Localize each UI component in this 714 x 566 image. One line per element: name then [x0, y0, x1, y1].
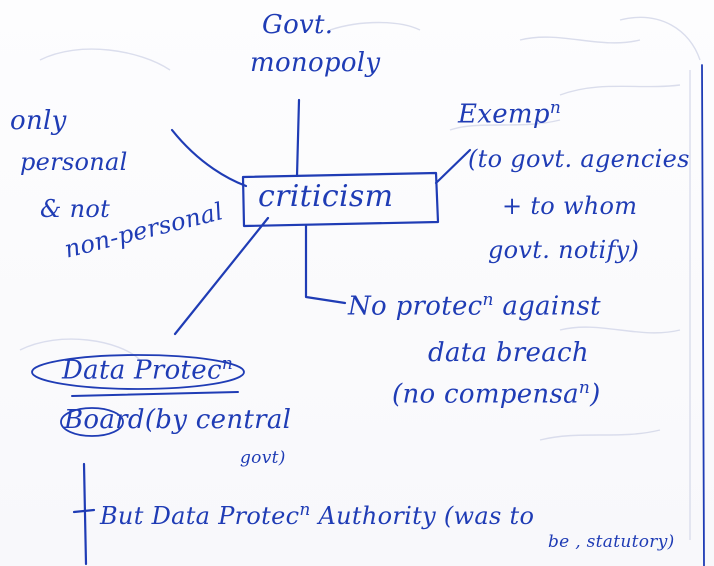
margin-line	[701, 64, 705, 566]
board-label-line2: Board(by central	[64, 407, 291, 433]
breach-text-b: against	[493, 291, 601, 322]
breach-compens-text: (no compensa	[392, 379, 579, 410]
breach-compens-end: )	[590, 379, 601, 410]
connector-top	[295, 98, 301, 178]
right-label-line2: (to govt. agencies	[468, 145, 690, 173]
breach-compens-sup: n	[578, 378, 591, 398]
breach-sup: n	[482, 290, 494, 310]
bottom-dash	[72, 508, 96, 514]
board-label-line1: Data Protecn	[62, 356, 233, 384]
connector-right	[434, 148, 472, 185]
right-label-sup: n	[549, 98, 562, 118]
criticism-box	[241, 171, 440, 228]
bottom-label-line1: But Data Protecn Authority (was to	[100, 500, 535, 530]
top-label-line2: monopoly	[250, 48, 381, 78]
breach-label-line1: No protecn against	[348, 292, 601, 320]
board-word: Board	[64, 405, 145, 435]
breach-label-line2: data breach	[428, 338, 589, 368]
right-label-line4: govt. notify)	[488, 236, 640, 264]
top-label-line1: Govt.	[262, 10, 334, 40]
board-label-line3: govt)	[240, 448, 286, 468]
bottom-text-a: But Data Protec	[100, 502, 300, 530]
left-label-line3: & not	[40, 195, 111, 223]
center-label-criticism: criticism	[258, 179, 394, 214]
bottom-vertical-bar	[82, 462, 88, 566]
board-word-oval	[60, 407, 124, 437]
connector-board	[173, 216, 270, 336]
left-label-line2: personal	[20, 148, 128, 176]
right-label-exemp: Exemp	[458, 99, 550, 130]
breach-text-a: No protec	[348, 291, 483, 322]
bottom-text-b: Authority (was to	[310, 502, 535, 530]
bottom-label-line2: be , statutory)	[548, 532, 675, 552]
connector-breach	[304, 223, 347, 305]
right-label-line3: + to whom	[502, 192, 638, 220]
board-central-text: (by central	[144, 405, 292, 435]
left-label-line1: only	[10, 106, 67, 136]
breach-label-line3: (no compensan)	[392, 380, 601, 408]
right-label-line1: Exempn	[458, 100, 561, 128]
board-oval	[31, 354, 245, 390]
board-underline	[71, 391, 239, 397]
bottom-sup: n	[299, 500, 311, 520]
board-title-text: Data Protec	[62, 355, 222, 386]
connector-left	[170, 128, 248, 188]
board-title-sup: n	[221, 354, 234, 374]
